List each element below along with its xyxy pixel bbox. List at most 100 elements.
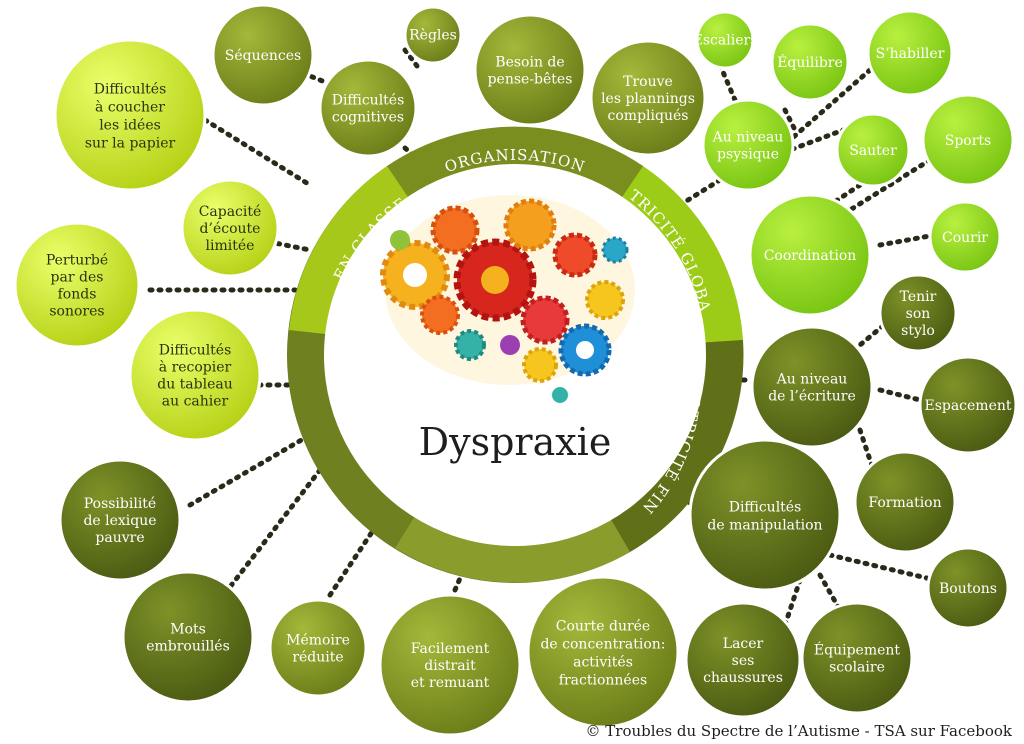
bubble-circle xyxy=(684,601,802,719)
bubble-circle xyxy=(180,178,280,278)
bubble-label: ses xyxy=(732,653,755,669)
bubble-label: Tenir xyxy=(900,289,937,305)
bubble-label: Difficultés xyxy=(159,342,232,358)
bubble-label: Courte durée xyxy=(556,618,650,634)
bubble-circle xyxy=(928,200,1002,274)
bubble-circle xyxy=(770,22,850,102)
bubble-label: psysique xyxy=(717,146,779,162)
bubble-label: les plannings xyxy=(601,91,695,107)
bubble-boutons: Boutons xyxy=(926,546,1010,630)
bubble-label: Sports xyxy=(945,133,991,149)
bubble-circle xyxy=(748,193,872,317)
bubble-circle xyxy=(128,308,262,442)
bubble-formation: Formation xyxy=(853,450,957,554)
bubble-label: S’habiller xyxy=(876,46,945,62)
bubble-label: Boutons xyxy=(939,581,997,597)
bubble-label: Séquences xyxy=(225,48,301,64)
bubble-label: de l’écriture xyxy=(768,388,856,404)
bubble-espacement: Espacement xyxy=(918,355,1018,455)
bubble-shabiller: S’habiller xyxy=(866,9,954,97)
credit-text: © Troubles du Spectre de l’Autisme - TSA… xyxy=(586,722,1013,740)
bubble-label: Trouve xyxy=(623,74,673,90)
bubble-label: embrouillés xyxy=(146,638,230,654)
bubble-circle xyxy=(58,458,182,582)
bubble-circle xyxy=(318,58,418,158)
bubble-circle xyxy=(835,112,911,188)
bubble-circle xyxy=(921,93,1015,187)
bubble-label: Règles xyxy=(409,28,457,44)
bubble-label: Formation xyxy=(868,495,941,511)
bubble-label: pauvre xyxy=(95,530,144,546)
bubble-circle xyxy=(473,13,587,127)
bubble-label: Équipement xyxy=(814,640,901,658)
bubble-label: Capacité xyxy=(199,204,262,220)
bubble-label: Au niveau xyxy=(712,129,784,145)
bubble-circle xyxy=(53,38,207,192)
bubble-label: Lacer xyxy=(723,636,764,652)
bubble-label: Espacement xyxy=(924,398,1011,414)
bubble-label: fonds xyxy=(58,286,97,302)
bubble-label: Difficultés xyxy=(332,92,405,108)
bubble-label: fractionnées xyxy=(559,672,647,688)
bubble-label: compliqués xyxy=(608,108,689,124)
bubble-circle xyxy=(878,273,958,353)
bubble-label: à recopier xyxy=(159,358,232,375)
brain-gears-illustration xyxy=(380,195,635,403)
bubble-label: Mots xyxy=(170,621,206,637)
bubble-circle xyxy=(866,9,954,97)
bubble-label: de concentration: xyxy=(540,636,665,652)
bubble-label: distrait xyxy=(424,658,476,674)
bubble-equilibre: Équilibre xyxy=(770,22,850,102)
bubble-circle xyxy=(211,3,315,107)
bubble-circle xyxy=(688,438,842,592)
bubble-sports: Sports xyxy=(921,93,1015,187)
bubble-label: à coucher xyxy=(95,98,165,115)
bubble-circle xyxy=(13,221,141,349)
bubble-regles: Règles xyxy=(403,5,463,65)
bubble-circle xyxy=(701,98,795,192)
bubble-label: scolaire xyxy=(829,659,885,675)
bubble-label: Besoin de xyxy=(495,54,564,70)
bubble-label: limitée xyxy=(206,238,255,254)
bubble-label: d’écoute xyxy=(200,221,261,237)
bubble-label: réduite xyxy=(292,649,343,665)
bubble-courir: Courir xyxy=(928,200,1002,274)
bubble-label: sur la papier xyxy=(85,135,176,151)
bubble-sequences: Séquences xyxy=(211,3,315,107)
bubble-label: son xyxy=(906,306,931,322)
bubble-label: Courir xyxy=(942,230,988,246)
bubble-circle xyxy=(378,593,522,737)
bubble-coordination: Coordination xyxy=(748,193,872,317)
bubble-label: Difficultés xyxy=(729,499,802,515)
bubble-circle xyxy=(750,325,874,449)
bubble-circle xyxy=(918,355,1018,455)
bubble-sauter: Sauter xyxy=(835,112,911,188)
bubble-label: de manipulation xyxy=(707,517,822,533)
bubble-circle xyxy=(526,575,680,729)
bubble-label: Difficultés xyxy=(94,81,167,97)
bubble-label: Perturbé xyxy=(46,252,108,268)
bubble-label: Mémoire xyxy=(286,632,350,648)
bubble-label: et remuant xyxy=(411,675,490,691)
bubble-label: de lexique xyxy=(83,513,156,529)
bubble-label: Escaliers xyxy=(693,33,758,49)
bubble-label: Sauter xyxy=(849,143,897,159)
bubble-circle xyxy=(853,450,957,554)
bubble-label: Facilement xyxy=(411,641,490,657)
bubble-label: pense-bêtes xyxy=(488,71,573,87)
